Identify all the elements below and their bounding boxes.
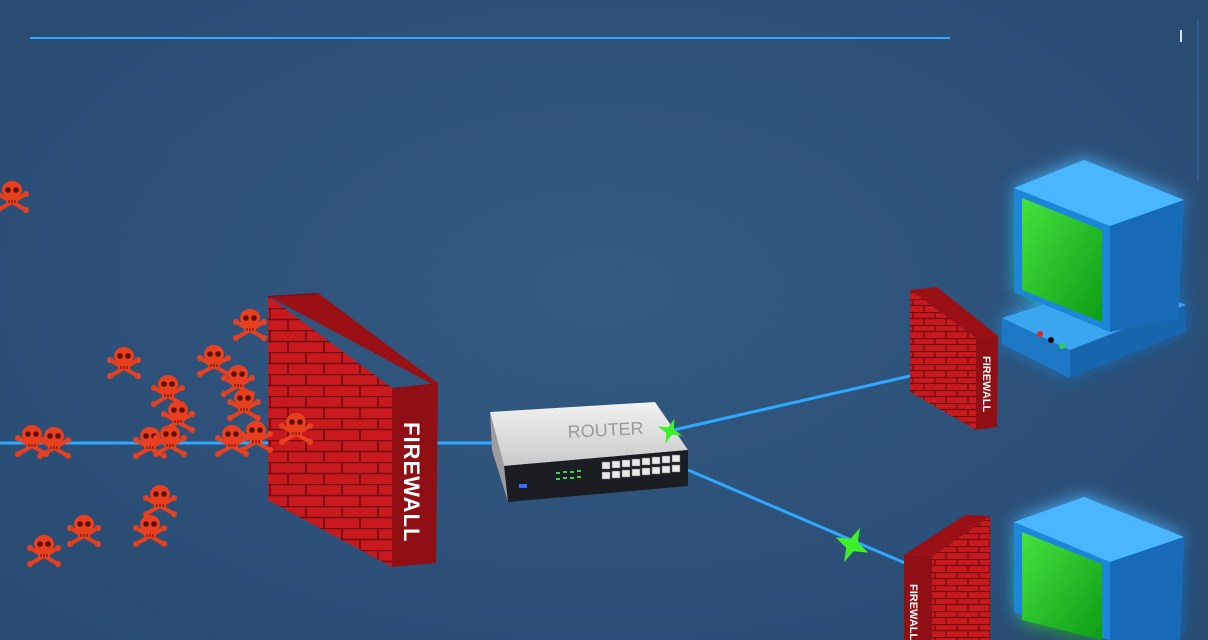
host-2-firewall-label: FIREWALL: [907, 584, 919, 640]
skull-crossbones-icon: [151, 423, 189, 459]
skull-crossbones-icon: [25, 533, 63, 569]
skull-crossbones-icon: [0, 179, 31, 215]
skull-crossbones-icon: [65, 513, 103, 549]
skull-crossbones-icon: [237, 419, 275, 455]
skull-crossbones-icon: [225, 387, 263, 423]
skull-crossbones-icon: [195, 343, 233, 379]
host-1-firewall: FIREWALL: [910, 287, 998, 430]
router: ROUTER: [490, 402, 688, 502]
router-status-leds: [556, 470, 581, 480]
skull-crossbones-icon: [131, 513, 169, 549]
green-star-marker-icon: [835, 527, 869, 563]
router-host2-link: [687, 468, 913, 568]
corner-marker: [1180, 30, 1182, 42]
skull-crossbones-icon: [231, 307, 269, 343]
host-1-firewall-label: FIREWALL: [980, 356, 992, 412]
router-power-led: [519, 484, 527, 488]
threats-swarm: [0, 179, 315, 569]
host-1-computer-icon: [1002, 160, 1186, 378]
router-label: ROUTER: [567, 418, 644, 442]
skull-crossbones-icon: [35, 425, 73, 461]
network-links: [0, 366, 946, 568]
green-star-marker-icon: [657, 418, 683, 444]
host-2-firewall: FIREWALL: [904, 515, 990, 640]
host-2-computer-icon: [1014, 497, 1184, 640]
skull-crossbones-icon: [105, 345, 143, 381]
host-1: FIREWALL: [910, 160, 1186, 430]
router-host1-link: [664, 366, 946, 434]
host-2: FIREWALL: [904, 497, 1184, 640]
skull-crossbones-icon: [141, 483, 179, 519]
main-firewall-label: FIREWALL: [399, 422, 424, 542]
main-firewall: FIREWALL: [268, 293, 438, 567]
router-ports: [601, 454, 681, 480]
